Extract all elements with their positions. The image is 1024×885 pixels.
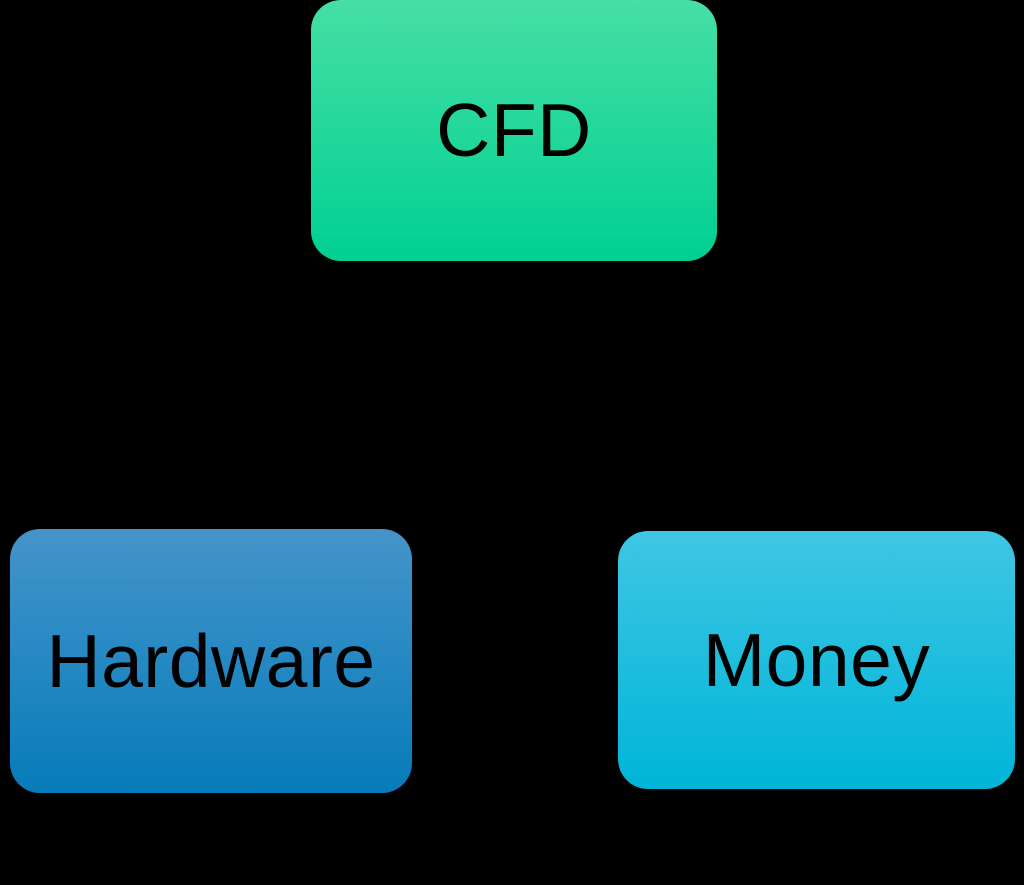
node-money-label: Money bbox=[702, 617, 931, 702]
node-cfd-label: CFD bbox=[436, 88, 592, 172]
node-hardware-label: Hardware bbox=[46, 618, 376, 703]
node-cfd: CFD bbox=[311, 0, 717, 261]
node-money: Money bbox=[618, 531, 1015, 789]
node-hardware: Hardware bbox=[10, 529, 412, 793]
